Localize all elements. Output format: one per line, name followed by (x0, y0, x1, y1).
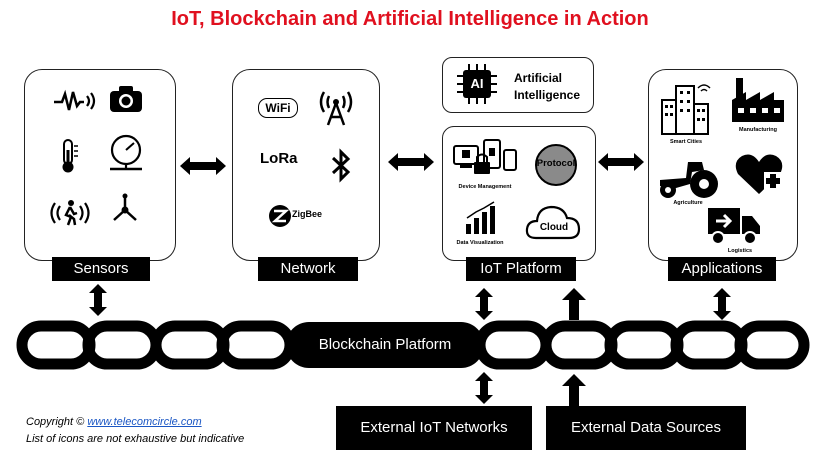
wifi-logo: WiFi (258, 98, 298, 118)
chain-link (150, 320, 230, 370)
page-title: IoT, Blockchain and Artificial Intellige… (171, 8, 649, 30)
camera-icon (110, 86, 142, 112)
external-data-sources-box: External Data Sources (546, 406, 746, 450)
heartbeat-sensor-icon (54, 89, 96, 111)
device-management-icon (453, 139, 517, 174)
blockchain-label: Blockchain Platform (318, 336, 452, 353)
device-management-label: Device Management (458, 184, 512, 190)
sensors-blockchain-arrow-icon (89, 284, 107, 316)
external-data-up-arrow-icon (562, 374, 586, 406)
smart-city-icon (661, 84, 711, 135)
thermometer-icon (62, 139, 78, 173)
telecomcircle-link[interactable]: www.telecomcircle.com (87, 416, 202, 428)
chain-link (216, 320, 296, 370)
network-label: Network (258, 257, 358, 281)
cellular-tower-icon (319, 91, 353, 126)
sensors-panel (24, 69, 176, 261)
copyright-line: Copyright © www.telecomcircle.com (26, 416, 202, 428)
zigbee-icon (269, 205, 291, 227)
cloud-icon (525, 205, 581, 240)
network-platform-arrow-icon (388, 153, 434, 171)
logistics-truck-icon (708, 208, 760, 245)
copyright-prefix: Copyright © (26, 416, 85, 428)
chain-link (734, 320, 810, 370)
network-node-icon (113, 193, 137, 221)
data-visualization-icon (466, 201, 495, 234)
ai-label-line1: Artificial (514, 71, 563, 85)
protocol-label: Protocol (536, 158, 576, 169)
blockchain-label-bar (286, 322, 484, 368)
external-iot-networks-box: External IoT Networks (336, 406, 532, 450)
blockchain-chain (16, 320, 810, 370)
data-visualization-label: Data Visualization (456, 240, 504, 246)
chain-link (604, 320, 684, 370)
sensors-network-arrow-icon (180, 157, 226, 175)
ai-badge: AI (470, 76, 484, 91)
ai-label-line2: Intelligence (514, 88, 581, 102)
cloud-label: Cloud (539, 222, 569, 233)
manufacturing-label: Manufacturing (739, 127, 777, 133)
smart-cities-label: Smart Cities (669, 139, 703, 145)
disclaimer-note: List of icons are not exhaustive but ind… (26, 433, 245, 445)
external-iot-arrow-icon (475, 372, 493, 404)
zigbee-label: ZigBee (292, 209, 323, 219)
protocol-icon (535, 144, 577, 186)
ai-chip-icon (457, 64, 497, 104)
lora-logo: LoRa (260, 150, 298, 167)
iot-platform-label: IoT Platform (466, 257, 576, 281)
logistics-label: Logistics (727, 248, 753, 254)
chain-link (16, 320, 96, 370)
pressure-gauge-icon (110, 134, 142, 171)
chain-link (82, 320, 162, 370)
chain-link (474, 320, 552, 370)
platform-blockchain-arrow-icon (475, 288, 493, 320)
tractor-icon (660, 162, 718, 198)
blockchain-to-platform-up-arrow-icon (562, 288, 586, 320)
chain-link (670, 320, 748, 370)
chain-link (540, 320, 618, 370)
network-panel (232, 69, 380, 261)
bluetooth-icon (331, 148, 351, 183)
motion-sensor-icon (50, 200, 90, 226)
sensors-label: Sensors (52, 257, 150, 281)
factory-icon (732, 78, 784, 122)
agriculture-label: Agriculture (673, 200, 703, 206)
platform-applications-arrow-icon (598, 153, 644, 171)
applications-blockchain-arrow-icon (713, 288, 731, 320)
health-heart-icon (735, 154, 783, 194)
applications-label: Applications (668, 257, 776, 281)
